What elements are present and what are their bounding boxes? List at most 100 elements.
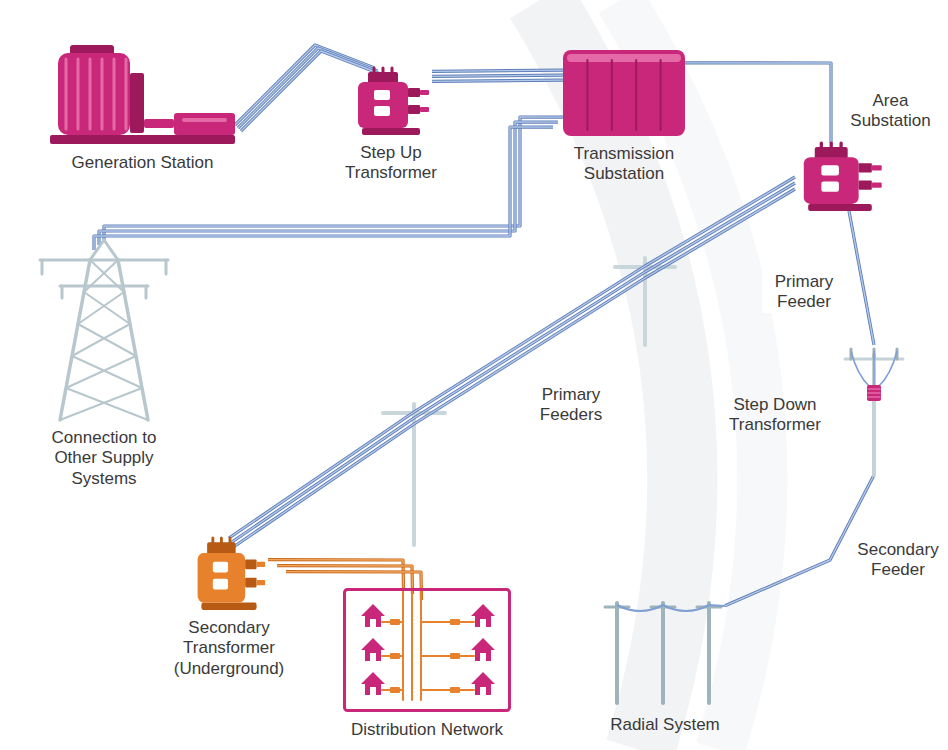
transformer-terminal	[872, 165, 882, 170]
transformer-icon	[804, 143, 882, 211]
pole-transformer-band	[868, 388, 880, 390]
transformer-terminal	[420, 90, 429, 95]
conductor-core	[432, 75, 563, 76]
transformer-window	[821, 165, 839, 175]
tower-brace	[66, 388, 148, 420]
generator-rib	[77, 59, 80, 129]
conductor	[685, 63, 831, 143]
node-label: Area Substation	[838, 91, 943, 132]
otransformer-icon	[198, 538, 266, 610]
generator-rib	[101, 59, 104, 129]
feeder-label: Secondary Feeder	[849, 540, 947, 581]
substation-icon	[563, 50, 685, 136]
conductor-core	[432, 80, 563, 81]
transformer-symbol	[358, 68, 429, 135]
conductor-core	[268, 560, 403, 588]
transformer-window	[213, 579, 228, 590]
feeder-label: Primary Feeders	[526, 385, 616, 426]
node-label: Step Up Transformer	[336, 143, 446, 184]
pole-transformer-band	[868, 396, 880, 398]
conductor-core	[286, 572, 421, 600]
radial-node: Radial System	[605, 595, 725, 703]
label-box: Area Substation	[838, 91, 943, 132]
house-door	[480, 619, 486, 627]
generator-node: Generation Station	[50, 45, 235, 145]
node-label: Step Down Transformer	[712, 395, 838, 436]
tower-brace	[90, 260, 124, 292]
node-label: Radial System	[595, 715, 735, 735]
house-symbol	[361, 672, 385, 695]
generator-exciter-band	[182, 118, 227, 122]
otransformer-svg	[190, 538, 268, 610]
transformer-base	[808, 204, 872, 211]
meter-box	[390, 687, 400, 693]
transformer-fin	[245, 559, 256, 569]
tower-arm	[40, 259, 168, 262]
generator-rib	[65, 59, 68, 129]
tower-brace	[72, 356, 142, 388]
network-border	[345, 590, 510, 711]
conductor-core	[432, 70, 563, 71]
conductor	[432, 75, 563, 76]
conductor-core	[94, 127, 553, 250]
meter-box	[450, 653, 460, 659]
transformer-terminal	[420, 107, 429, 112]
tower-brace	[78, 292, 124, 324]
service-wire	[421, 689, 474, 691]
label-box: Connection to Other Supply Systems	[38, 428, 170, 489]
substation-svg	[563, 50, 685, 136]
conductor-core	[849, 211, 874, 345]
node-label: Generation Station	[38, 153, 248, 173]
house-door	[480, 653, 486, 661]
substation-divider	[635, 60, 637, 130]
transformer-fin	[408, 105, 420, 114]
pole-shaft	[615, 603, 619, 703]
conductor	[235, 45, 375, 125]
label-box: Radial System	[595, 715, 735, 735]
transformer-fin	[859, 181, 872, 190]
generator-svg	[50, 45, 235, 145]
conductor-outline	[286, 572, 421, 600]
conductor	[432, 70, 563, 71]
feeder-connector	[849, 211, 874, 345]
service-wire	[421, 655, 474, 657]
transformer-svg	[350, 68, 432, 135]
conductor-outline	[432, 80, 563, 81]
pole-node: Step Down Transformer	[843, 345, 905, 475]
pole-shaft	[661, 603, 665, 703]
transformer-svg	[795, 143, 885, 211]
pole-transformer	[867, 385, 881, 401]
transformer-bushing	[229, 538, 232, 544]
transformer-window	[213, 562, 228, 573]
meter-box	[450, 619, 460, 625]
network-svg	[343, 588, 511, 712]
meter-box	[390, 653, 400, 659]
conductor	[849, 211, 874, 345]
house-door	[370, 619, 376, 627]
conductor-outline	[685, 63, 831, 143]
generator-shaft	[144, 119, 174, 128]
tower-brace	[84, 292, 130, 324]
conductor	[94, 127, 553, 250]
tower-brace	[66, 356, 136, 388]
conductor-outline	[432, 75, 563, 76]
conductor-outline	[229, 189, 795, 550]
pole-drop-wire	[851, 351, 897, 387]
tower-icon	[40, 240, 168, 420]
transformer-window	[374, 106, 390, 116]
substation-divider	[586, 60, 588, 130]
conductor	[268, 560, 403, 588]
label-box: Step Up Transformer	[336, 143, 446, 184]
transformer-bushing	[382, 68, 385, 74]
meter-box	[390, 619, 400, 625]
pole-icon	[845, 349, 903, 475]
tower-brace	[78, 324, 136, 356]
label-box: Transmission Substation	[562, 144, 686, 185]
generator-rib	[125, 59, 128, 129]
network-wire	[420, 588, 422, 700]
network-node: Distribution Network	[343, 588, 511, 712]
label-box: Step Down Transformer	[712, 395, 838, 436]
feeder-connector	[229, 177, 795, 550]
transformer-terminal	[257, 562, 266, 567]
